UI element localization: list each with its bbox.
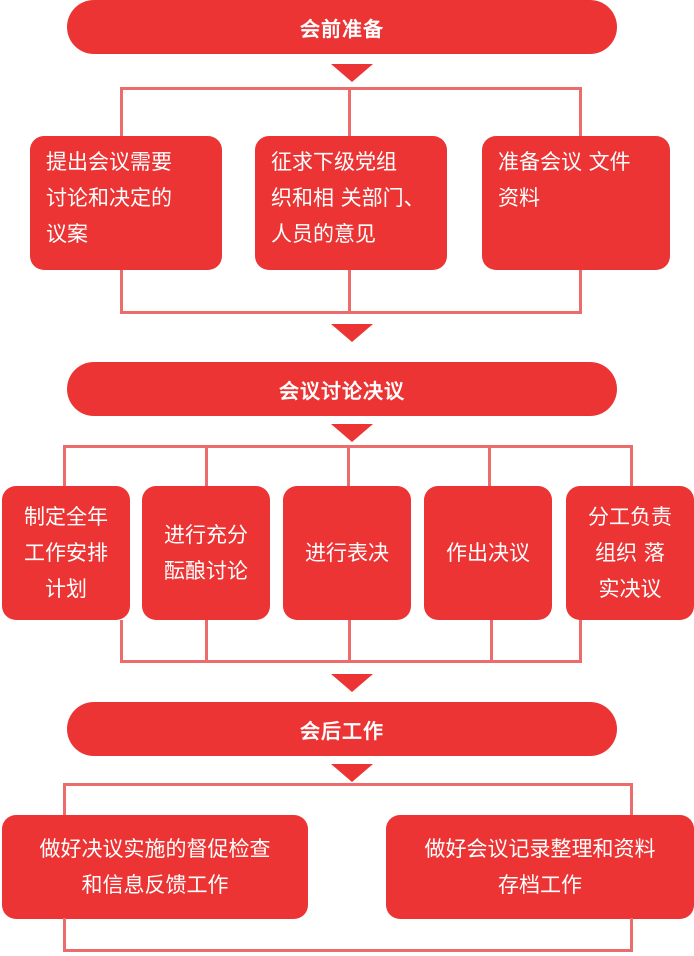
connector-line (63, 918, 66, 952)
connector-line (488, 445, 491, 486)
arrow-down-icon (331, 764, 373, 782)
connector-line (348, 620, 351, 662)
connector-line (630, 783, 633, 815)
arrow-down-icon (331, 424, 373, 442)
connector-line (63, 783, 66, 815)
step-box: 制定全年 工作安排 计划 (2, 486, 130, 620)
connector-line (120, 311, 582, 314)
step-box: 分工负责 组织 落 实决议 (566, 486, 694, 620)
connector-line (348, 87, 351, 136)
stage-header-discussion: 会议讨论决议 (67, 362, 617, 416)
connector-line (490, 620, 493, 662)
stage-title: 会前准备 (300, 16, 384, 41)
connector-line (579, 87, 582, 136)
connector-line (120, 660, 582, 663)
connector-line (120, 620, 123, 662)
step-box: 征求下级党组 织和相 关部门、 人员的意见 (255, 136, 447, 270)
connector-line (120, 87, 582, 90)
arrow-down-icon (331, 674, 373, 692)
connector-line (205, 620, 208, 662)
connector-line (348, 270, 351, 313)
connector-line (347, 445, 350, 486)
stage-title: 会议讨论决议 (279, 378, 405, 403)
step-box: 做好决议实施的督促检查 和信息反馈工作 (2, 815, 308, 919)
step-box: 提出会议需要 讨论和决定的 议案 (30, 136, 222, 270)
connector-line (630, 445, 633, 486)
connector-line (205, 445, 208, 486)
stage-header-pre-meeting: 会前准备 (67, 0, 617, 54)
step-box: 做好会议记录整理和资料 存档工作 (386, 815, 694, 919)
step-box: 作出决议 (424, 486, 552, 620)
connector-line (63, 949, 633, 952)
connector-line (63, 445, 66, 486)
connector-line (579, 270, 582, 313)
step-box: 进行充分 酝酿讨论 (142, 486, 270, 620)
arrow-down-icon (331, 324, 373, 342)
connector-line (120, 87, 123, 136)
stage-header-post-meeting: 会后工作 (67, 702, 617, 756)
connector-line (120, 270, 123, 313)
arrow-down-icon (331, 64, 373, 82)
step-box: 准备会议 文件 资料 (482, 136, 670, 270)
step-box: 进行表决 (283, 486, 411, 620)
connector-line (630, 918, 633, 952)
stage-title: 会后工作 (300, 718, 384, 743)
connector-line (63, 783, 633, 786)
connector-line (579, 620, 582, 662)
